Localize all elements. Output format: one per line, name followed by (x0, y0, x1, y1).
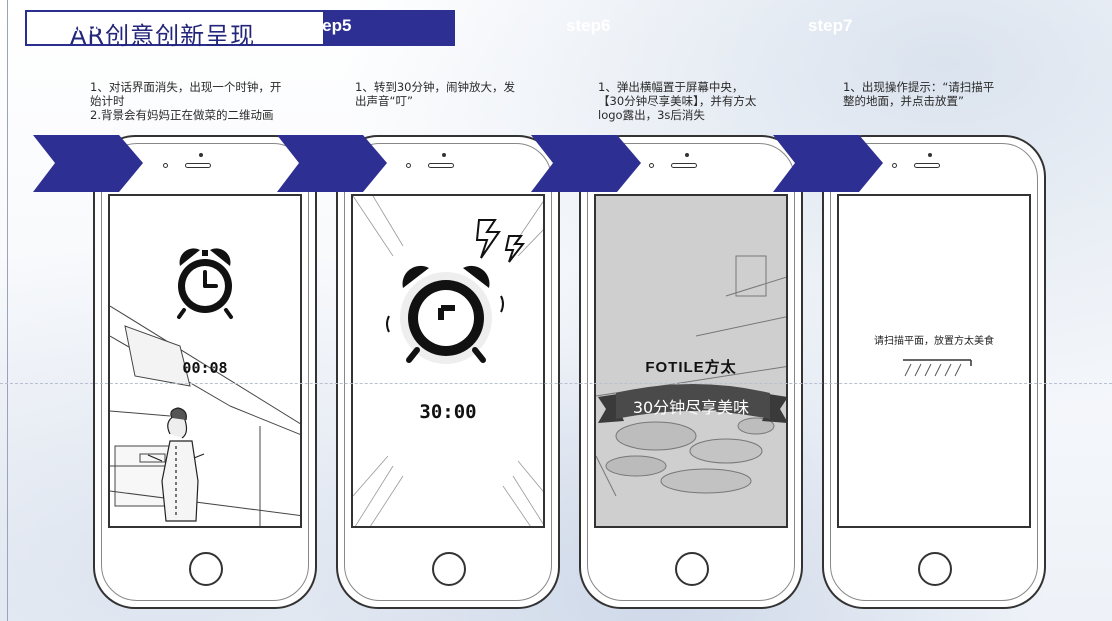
banner-ribbon (598, 384, 786, 423)
step7-desc-line: 整的地面，并点击放置” (843, 94, 964, 108)
step7-label: step7 (808, 16, 853, 35)
step6-label: step6 (566, 16, 611, 35)
sensor-icon (649, 163, 654, 168)
alarm-clock-icon (386, 265, 504, 364)
speaker-icon (185, 163, 211, 168)
burst-lines (353, 196, 543, 526)
step4-desc-line: 2.背景会有妈妈正在做菜的二维动画 (90, 108, 274, 122)
phone-bezel (830, 143, 1038, 601)
brand-logo: FOTILE方太 (645, 359, 737, 376)
step4-description: 1、对话界面消失，出现一个时钟，开 始计时 2.背景会有妈妈正在做菜的二维动画 (90, 80, 281, 122)
speaker-icon (428, 163, 454, 168)
phone-step4: 00:08 (93, 135, 317, 609)
title-accent-bar (325, 10, 455, 46)
home-button (189, 552, 223, 586)
step4-arrow (33, 135, 143, 192)
sensor-icon (163, 163, 168, 168)
lightning-icon (475, 219, 526, 263)
banner-text: 30分钟尽享美味 (632, 398, 750, 417)
left-divider (7, 0, 8, 621)
step4-desc-line: 1、对话界面消失，出现一个时钟，开 (90, 80, 282, 94)
step6-desc-line: 1、弹出横幅置于屏幕中央， (598, 80, 744, 94)
phone-step6: FOTILE方太 30分钟尽享美味 (579, 135, 803, 609)
alarm-clock-icon (177, 248, 233, 319)
kitchen-sketch (110, 305, 300, 526)
step5-description: 1、转到30分钟，闹钟放大，发 出声音“叮” (355, 80, 515, 108)
phone-screen: 30:00 (351, 194, 545, 528)
step5-arrow (277, 135, 387, 192)
page-title: AR创意创新呈现 (70, 22, 256, 50)
phone-bezel (587, 143, 795, 601)
camera-icon (685, 153, 689, 157)
step4-label: step4 (62, 16, 107, 35)
camera-icon (442, 153, 446, 157)
home-button (918, 552, 952, 586)
step5-desc-line: 出声音“叮” (355, 94, 413, 108)
phone-step5: 30:00 (336, 135, 560, 609)
speaker-icon (914, 163, 940, 168)
phone-screen: 请扫描平面，放置方太美食 (837, 194, 1031, 528)
step5-label: step5 (307, 16, 352, 35)
home-button (675, 552, 709, 586)
step4-desc-line: 始计时 (90, 94, 125, 108)
step7-description: 1、出现操作提示：“请扫描平 整的地面，并点击放置” (843, 80, 994, 108)
step7-arrow (773, 135, 883, 192)
step6-description: 1、弹出横幅置于屏幕中央， 【30分钟尽享美味】，并有方太 logo露出，3s后… (598, 80, 756, 122)
camera-icon (928, 153, 932, 157)
phone-bezel (344, 143, 552, 601)
floor-plane-icon (903, 359, 972, 377)
step5-desc-line: 1、转到30分钟，闹钟放大，发 (355, 80, 515, 94)
guide-line (0, 383, 1112, 384)
camera-icon (199, 153, 203, 157)
timer-display: 30:00 (419, 401, 477, 423)
sensor-icon (406, 163, 411, 168)
step6-desc-line: logo露出，3s后消失 (598, 108, 705, 122)
step7-desc-line: 1、出现操作提示：“请扫描平 (843, 80, 995, 94)
home-button (432, 552, 466, 586)
step6-desc-line: 【30分钟尽享美味】，并有方太 (598, 94, 757, 108)
phone-screen: 00:08 (108, 194, 302, 528)
title-box: AR创意创新呈现 (25, 10, 325, 50)
timer-display: 00:08 (182, 359, 228, 377)
step6-arrow (531, 135, 641, 192)
phone-step7: 请扫描平面，放置方太美食 (822, 135, 1046, 609)
scan-hint-text: 请扫描平面，放置方太美食 (874, 336, 994, 347)
speaker-icon (671, 163, 697, 168)
sensor-icon (892, 163, 897, 168)
phone-bezel (101, 143, 309, 601)
kitchen-food-sketch (596, 255, 786, 497)
phone-screen: FOTILE方太 30分钟尽享美味 (594, 194, 788, 528)
